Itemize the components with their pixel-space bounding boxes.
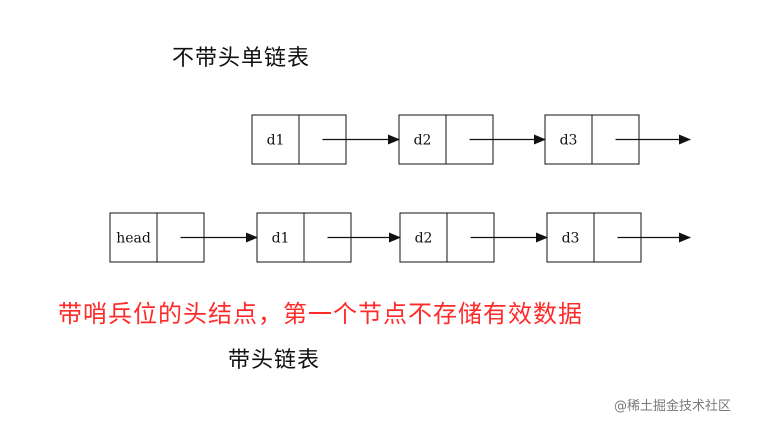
- list-node-d1: d1: [251, 114, 400, 165]
- list-node-head: head: [109, 212, 258, 263]
- watermark-text: @稀土掘金技术社区: [614, 399, 732, 414]
- node-label: d2: [414, 133, 432, 149]
- title-no-head-list: 不带头单链表: [172, 46, 311, 71]
- list-node-d3: d3: [544, 114, 691, 165]
- node-label: d3: [562, 231, 580, 247]
- node-label: d1: [272, 231, 290, 247]
- node-label: d1: [267, 133, 285, 149]
- watermark: @稀土掘金技术社区: [614, 395, 731, 414]
- title-head-list: 带头链表: [228, 348, 321, 373]
- list-node-d1: d1: [256, 212, 401, 263]
- list-node-d3: d3: [546, 212, 691, 263]
- sentinel-caption: 带哨兵位的头结点，第一个节点不存储有效数据: [58, 300, 583, 328]
- list-node-d2: d2: [399, 212, 548, 263]
- no-head-linked-list: d1 d2 d3: [251, 114, 691, 165]
- node-label: d2: [415, 231, 433, 247]
- list-node-d2: d2: [398, 114, 546, 165]
- head-linked-list: head d1 d2 d3: [109, 212, 691, 263]
- node-label: head: [116, 231, 151, 247]
- node-label: d3: [560, 133, 578, 149]
